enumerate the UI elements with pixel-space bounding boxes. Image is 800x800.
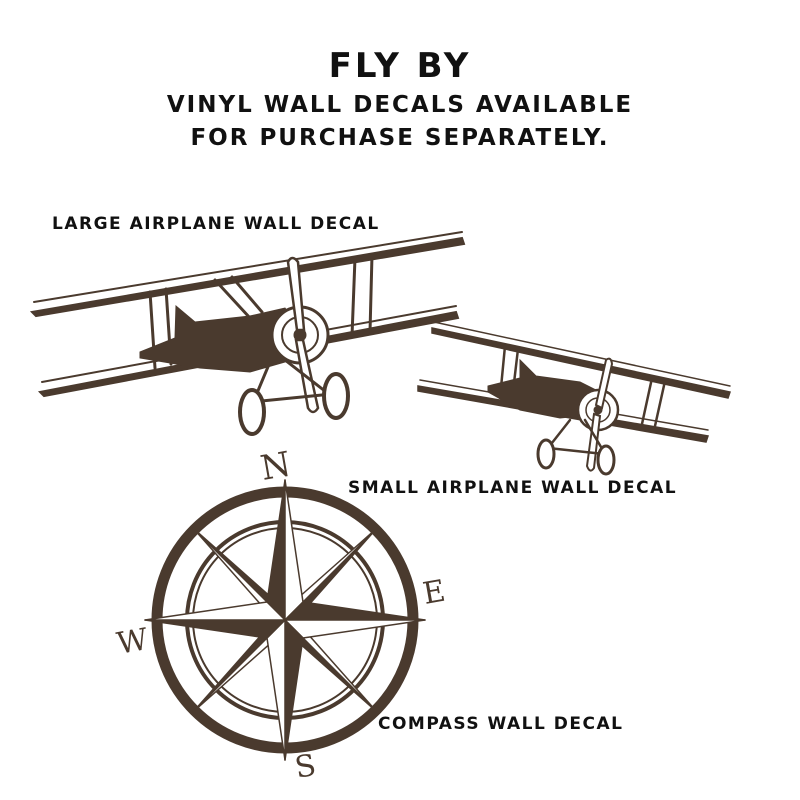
compass-east-letter: E bbox=[420, 574, 448, 612]
subtitle-line-1: VINYL WALL DECALS AVAILABLE bbox=[166, 92, 634, 118]
small-airplane-icon bbox=[417, 321, 731, 476]
page-title: FLY BY bbox=[328, 46, 472, 86]
compass-south-letter: S bbox=[292, 748, 318, 786]
large-airplane-label: LARGE AIRPLANE WALL DECAL bbox=[52, 214, 380, 234]
large-airplane-icon bbox=[29, 231, 466, 436]
subtitle-line-2: FOR PURCHASE SEPARATELY. bbox=[190, 125, 610, 151]
compass-west-letter: W bbox=[114, 622, 151, 662]
compass-rose-icon: N E S W bbox=[114, 444, 448, 786]
small-airplane-label: SMALL AIRPLANE WALL DECAL bbox=[348, 478, 678, 498]
compass-label: COMPASS WALL DECAL bbox=[378, 714, 624, 734]
compass-north-letter: N bbox=[258, 444, 294, 489]
